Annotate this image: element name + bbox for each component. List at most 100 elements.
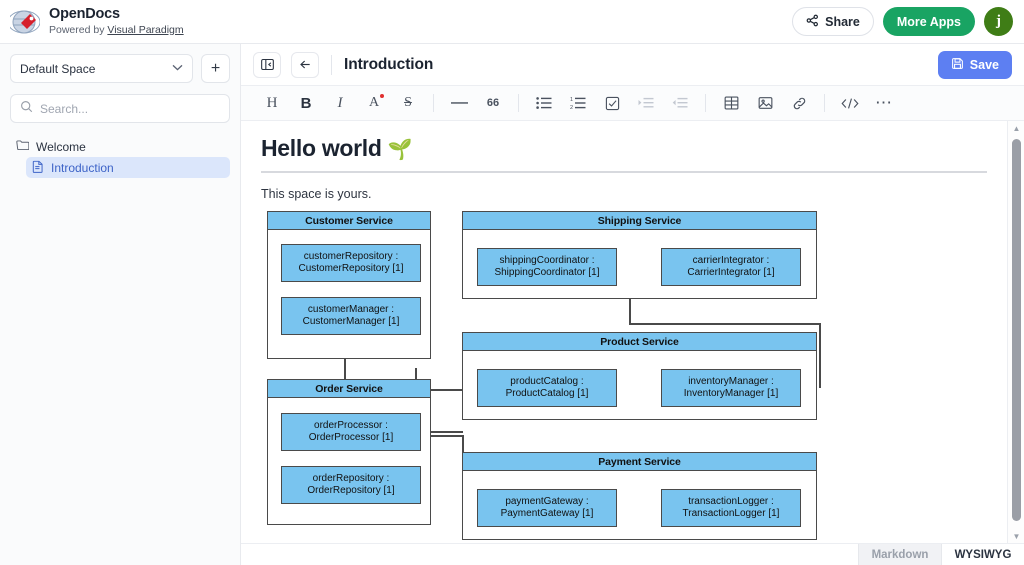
bullet-list-icon[interactable]	[527, 90, 561, 116]
brand-title: OpenDocs	[49, 5, 120, 22]
vertical-scrollbar[interactable]: ▲ ▼	[1007, 121, 1024, 543]
page-icon	[32, 160, 44, 176]
visual-paradigm-link[interactable]: Visual Paradigm	[107, 23, 184, 36]
code-icon[interactable]	[833, 90, 867, 116]
uml-part-line1: shippingCoordinator :	[499, 254, 595, 266]
indent-icon[interactable]	[629, 90, 663, 116]
uml-part-line2: ShippingCoordinator [1]	[494, 267, 600, 278]
uml-part-shippingCoordinator[interactable]: shippingCoordinator :ShippingCoordinator…	[477, 248, 617, 286]
uml-part-line2: InventoryManager [1]	[683, 388, 779, 399]
uml-part-productCatalog[interactable]: productCatalog :ProductCatalog [1]	[477, 369, 617, 407]
avatar[interactable]: j	[984, 7, 1013, 36]
uml-part-customerManager[interactable]: customerManager :CustomerManager [1]	[281, 297, 421, 335]
search-box[interactable]	[10, 94, 230, 123]
uml-connector	[415, 431, 463, 433]
svg-text:2: 2	[570, 105, 573, 110]
strikethrough-icon[interactable]: S	[404, 95, 412, 110]
toolbar-separator	[518, 94, 519, 112]
powered-by-text: Powered by	[49, 23, 108, 36]
space-selector[interactable]: Default Space	[10, 54, 193, 83]
document-bar: Introduction Save	[241, 44, 1024, 86]
top-bar: OpenDocs Powered by Visual Paradigm Shar…	[0, 0, 1024, 44]
tab-wysiwyg[interactable]: WYSIWYG	[941, 544, 1024, 565]
numbered-list-icon[interactable]: 1 2	[561, 90, 595, 116]
uml-part-inventoryManager[interactable]: inventoryManager :InventoryManager [1]	[661, 369, 801, 407]
uml-part-line1: paymentGateway :	[505, 495, 589, 507]
editor-mode-bar: Markdown WYSIWYG	[241, 543, 1024, 565]
table-icon[interactable]	[714, 90, 748, 116]
outdent-icon[interactable]	[663, 90, 697, 116]
uml-package-title: Shipping Service	[463, 212, 816, 230]
save-label: Save	[969, 57, 999, 72]
add-space-button[interactable]: +	[201, 54, 230, 83]
uml-package-title: Order Service	[268, 380, 430, 398]
more-apps-button[interactable]: More Apps	[882, 7, 975, 36]
more-icon[interactable]: ⋯	[875, 93, 893, 112]
blockquote-icon[interactable]: 66	[486, 97, 500, 109]
uml-package-shipping-service[interactable]: Shipping Service shippingCoordinator :Shi…	[462, 211, 817, 299]
document-heading: Hello world 🌱	[261, 135, 987, 173]
uml-part-line1: orderProcessor :	[314, 419, 388, 431]
uml-part-line2: CustomerManager [1]	[302, 316, 400, 327]
uml-part-transactionLogger[interactable]: transactionLogger :TransactionLogger [1]	[661, 489, 801, 527]
checklist-icon[interactable]	[595, 90, 629, 116]
uml-part-line1: inventoryManager :	[688, 375, 774, 387]
italic-icon[interactable]: I	[337, 94, 343, 111]
uml-part-line2: OrderProcessor [1]	[308, 432, 394, 443]
text-color-icon[interactable]: A	[357, 90, 391, 116]
horizontal-rule-icon[interactable]	[442, 90, 476, 116]
panel-toggle-icon[interactable]	[253, 51, 281, 78]
image-icon[interactable]	[748, 90, 782, 116]
uml-package-title: Customer Service	[268, 212, 430, 230]
brand-subtitle: Powered by Visual Paradigm	[49, 23, 184, 37]
uml-package-product-service[interactable]: Product Service productCatalog :ProductCa…	[462, 332, 817, 420]
uml-connector	[629, 323, 821, 325]
uml-package-order-service[interactable]: Order Service orderProcessor :OrderProces…	[267, 379, 431, 525]
document-content[interactable]: Hello world 🌱 This space is yours. Custo…	[241, 121, 1007, 543]
back-arrow-icon[interactable]	[291, 51, 319, 78]
uml-part-line2: TransactionLogger [1]	[682, 508, 780, 519]
uml-connector	[415, 389, 463, 391]
main-pane: Introduction Save H B I A S 66	[241, 44, 1024, 565]
sidebar-item-label: Welcome	[36, 139, 86, 154]
uml-part-customerRepository[interactable]: customerRepository :CustomerRepository […	[281, 244, 421, 282]
uml-part-carrierIntegrator[interactable]: carrierIntegrator :CarrierIntegrator [1]	[661, 248, 801, 286]
tab-markdown[interactable]: Markdown	[858, 544, 941, 565]
save-disk-icon	[951, 57, 964, 73]
uml-part-paymentGateway[interactable]: paymentGateway :PaymentGateway [1]	[477, 489, 617, 527]
document-scroll-area: Hello world 🌱 This space is yours. Custo…	[241, 121, 1024, 543]
brand: OpenDocs Powered by Visual Paradigm	[0, 5, 184, 37]
heading-text: Hello world	[261, 135, 382, 161]
page-title: Introduction	[344, 55, 434, 73]
uml-part-orderProcessor[interactable]: orderProcessor :OrderProcessor [1]	[281, 413, 421, 451]
scrollbar-thumb[interactable]	[1012, 139, 1021, 521]
uml-part-line1: customerRepository :	[303, 250, 399, 262]
link-icon[interactable]	[782, 90, 816, 116]
sidebar-item-welcome[interactable]: Welcome	[10, 136, 230, 157]
svg-text:1: 1	[570, 97, 573, 103]
share-button[interactable]: Share	[792, 7, 874, 36]
space-row: Default Space +	[10, 54, 230, 83]
uml-connector	[819, 323, 821, 388]
sidebar: Default Space + Welcome	[0, 44, 241, 565]
scroll-up-arrow-icon[interactable]: ▲	[1012, 123, 1021, 133]
sidebar-item-introduction[interactable]: Introduction	[26, 157, 230, 178]
scroll-down-arrow-icon[interactable]: ▼	[1012, 531, 1021, 541]
uml-part-line2: PaymentGateway [1]	[500, 508, 594, 519]
search-input[interactable]	[40, 101, 220, 116]
chevron-down-icon	[172, 63, 183, 74]
uml-part-orderRepository[interactable]: orderRepository :OrderRepository [1]	[281, 466, 421, 504]
save-button[interactable]: Save	[937, 50, 1012, 79]
search-icon	[20, 100, 33, 118]
editor-toolbar: H B I A S 66 1 2	[241, 86, 1024, 121]
heading-icon[interactable]: H	[266, 94, 278, 111]
toolbar-separator	[824, 94, 825, 112]
bold-icon[interactable]: B	[300, 94, 312, 112]
uml-package-title: Product Service	[463, 333, 816, 351]
uml-part-line1: transactionLogger :	[688, 495, 774, 507]
uml-connector	[415, 435, 463, 437]
share-icon	[806, 14, 819, 30]
